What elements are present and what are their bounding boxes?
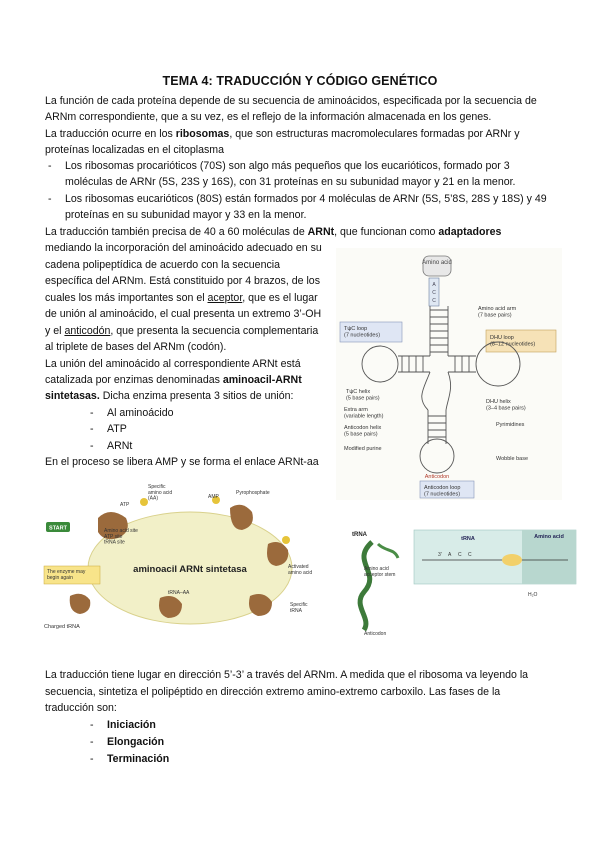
start-label: START (49, 526, 68, 532)
amino-acid-top-label: Amino acid (422, 260, 452, 266)
acceptor-stem (429, 306, 449, 356)
bond-trna-label: tRNA (461, 536, 475, 542)
union-line-2: catalizada por enzimas denominadas amino… (45, 374, 302, 386)
acc-end-box (428, 277, 440, 307)
tpsi-helix-label: TψC helix(5 base pairs) (346, 389, 380, 401)
trna-ribbon-arm (376, 542, 400, 559)
site-item-amino-acid: Al aminoácido (107, 407, 174, 419)
cycle-center-label: aminoacil ARNt sintetasa (133, 564, 247, 575)
prokaryote-line-1: Los ribosomas procarióticos (70S) son al… (65, 160, 510, 172)
start-badge (46, 522, 70, 532)
synthetase-cycle-figure: aminoacil ARNt sintetasa START The enzym… (43, 484, 312, 630)
prokaryote-line-2: moléculas de ARNr (5S, 23S y 16S), con 3… (65, 176, 516, 188)
base-label: C (432, 290, 436, 296)
union-line-3: sintetasas. Dicha enzima presenta 3 siti… (45, 390, 294, 402)
phase-initiation: Iniciación (107, 719, 156, 731)
trna-line-7: y el anticodón, que presenta la secuenci… (45, 325, 319, 337)
page-title: TEMA 4: TRADUCCIÓN Y CÓDIGO GENÉTICO (162, 74, 438, 88)
acceptor-label: Amino acid arm(7 base pairs) (478, 306, 517, 318)
intro-line-1: La función de cada proteína depende de s… (45, 95, 537, 107)
trna-line-4: específica del ARNm. Está constituido po… (45, 275, 320, 287)
anticodon-loop-label-box (419, 480, 475, 499)
trna-ribbon (357, 540, 374, 632)
atp-label: ATP (120, 502, 130, 508)
dhu-helix-label: DHU helix(3–4 base pairs) (486, 399, 526, 411)
ribosome-line-1: La traducción ocurre en los ribosomas, q… (45, 128, 520, 140)
trna-line-5: cuales los más importantes son el acepto… (45, 292, 318, 304)
anticodon-stem (419, 371, 455, 474)
site-item-trna: ARNt (107, 440, 133, 452)
base-label: C (468, 552, 472, 558)
reuse-note-box (43, 565, 101, 585)
intro-line-2: ARNm correspondiente, que a su vez, es e… (45, 111, 492, 123)
anticodon-helix-label: Anticodon helix(5 base pairs) (344, 425, 382, 437)
translation-line-2: secuencia, sintetiza el polipéptido en d… (45, 686, 501, 698)
phase-termination: Terminación (107, 753, 170, 765)
amp-label: AMP (208, 494, 220, 500)
trna-line-3: cadena polipeptídica de acuerdo con la s… (45, 259, 280, 271)
wobble-label: Wobble base (496, 456, 528, 462)
anticodon-label: Anticodon (364, 631, 386, 637)
charged-trna-label: Charged tRNA (44, 624, 80, 630)
trna-line-8: al triplete de bases del ARNm (codón). (45, 341, 227, 353)
modified-purine-label: Modified purine (344, 446, 382, 452)
anticodon-label: Anticodon (425, 474, 449, 480)
translation-line-1: La traducción tiene lugar en dirección 5… (45, 669, 529, 681)
eukaryote-line-1: Los ribosomas eucarióticos (80S) están f… (65, 193, 547, 205)
amino-acid-panel (522, 530, 576, 584)
tpsi-loop-label: TψC loop(7 nucleotides) (344, 326, 380, 338)
ribosome-line-2: proteínas localizadas en el citoplasma (45, 144, 225, 156)
base-label: C (458, 552, 462, 558)
site-item-atp: ATP (107, 423, 127, 435)
bond-highlight (502, 554, 522, 566)
trna-cloverleaf-figure: Amino acid A C C Amino acid arm(7 base p… (336, 248, 562, 500)
trna-line-6: de unión al aminoácido, el cual presenta… (45, 308, 322, 320)
bullet-dash: - (90, 736, 94, 748)
pyrimidines-label: Pyrimidines (496, 422, 525, 428)
dhu-loop-label-box (485, 329, 557, 353)
union-line-1: La unión del aminoácido al correspondien… (45, 358, 301, 370)
base-label: A (448, 552, 452, 558)
dhu-loop-label: DHU loop(8–12 nucleotides) (490, 335, 535, 347)
bullet-dash: - (90, 423, 94, 435)
union-line-4: En el proceso se libera AMP y se forma e… (45, 456, 319, 468)
trna-line-1: La traducción también precisa de 40 a 60… (45, 226, 502, 238)
translation-line-3: traducción son: (45, 702, 117, 714)
phase-elongation: Elongación (107, 736, 165, 748)
trna-line-2: mediando la incorporación del aminoácido… (45, 242, 322, 254)
enzyme-shapes (69, 504, 289, 618)
tpsi-loop-label-box (339, 321, 403, 343)
pyrophosphate-label: Pyrophosphate (236, 490, 270, 496)
trna-label: tRNA (352, 532, 368, 538)
bullet-dash: - (90, 407, 94, 419)
bullet-dash: - (90, 719, 94, 731)
base-label: A (432, 282, 436, 288)
dhu-arm (448, 341, 521, 387)
base-label: 3' (438, 552, 442, 558)
eukaryote-line-2: proteínas en su subunidad mayor y 33 en … (65, 209, 307, 221)
bullet-dash: - (90, 753, 94, 765)
bond-aa-label: Amino acid (534, 534, 564, 540)
trna-aa-label: tRNA–AA (168, 590, 190, 596)
aa-dots (140, 496, 290, 544)
extra-arm-label: Extra arm(variable length) (344, 407, 384, 419)
bullet-dash: - (48, 160, 52, 172)
base-label: C (432, 298, 436, 304)
water-label: H₂O (528, 592, 538, 598)
tpsi-arm (361, 345, 430, 383)
amino-acid-bubble (422, 255, 452, 277)
bullet-dash: - (48, 193, 52, 205)
bullet-dash: - (90, 440, 94, 452)
anticodon-loop-label: Anticodon loop(7 nucleotides) (424, 485, 460, 497)
